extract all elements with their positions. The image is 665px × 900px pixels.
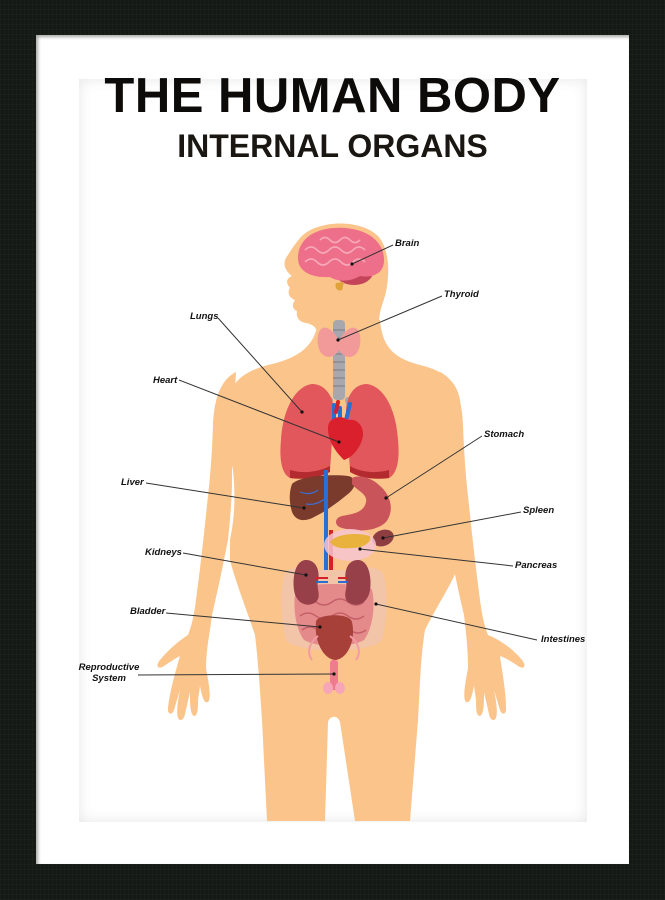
kidneys-organ [293, 560, 371, 605]
bladder-organ [308, 615, 360, 661]
label-reproductive-system: Reproductive System [76, 662, 142, 684]
leader-line-heart [178, 379, 340, 443]
label-reproductive-line2: System [92, 673, 126, 684]
label-liver: Liver [121, 477, 144, 488]
label-reproductive-line1: Reproductive [78, 662, 140, 673]
leader-line-bladder [165, 612, 321, 628]
leader-line-reproductive [137, 673, 335, 676]
leader-line-stomach [385, 435, 483, 499]
label-pancreas: Pancreas [515, 560, 558, 571]
leader-lines [137, 244, 538, 676]
heart-organ [328, 400, 364, 460]
leader-line-spleen [382, 511, 522, 539]
label-kidneys: Kidneys [145, 547, 182, 558]
label-bladder: Bladder [130, 606, 166, 617]
label-brain: Brain [395, 238, 420, 249]
label-spleen: Spleen [523, 505, 555, 516]
label-intestines: Intestines [541, 634, 586, 645]
label-stomach: Stomach [484, 429, 525, 440]
leader-line-pancreas [359, 548, 514, 567]
stomach-organ [336, 476, 391, 531]
poster-title: THE HUMAN BODY [104, 69, 561, 123]
pancreas-organ [324, 529, 376, 561]
brain-organ [298, 227, 385, 291]
leader-line-liver [145, 482, 305, 509]
leader-line-thyroid [337, 295, 443, 341]
leader-line-kidneys [182, 552, 307, 576]
leader-line-lungs [217, 317, 303, 413]
label-heart: Heart [153, 375, 178, 386]
lungs-organ [280, 384, 399, 479]
leader-line-brain [351, 244, 394, 265]
label-thyroid: Thyroid [444, 289, 479, 300]
label-lungs: Lungs [190, 311, 219, 322]
leader-dots [300, 262, 388, 676]
poster-subtitle: INTERNAL ORGANS [177, 128, 488, 164]
leader-line-intestines [375, 603, 538, 641]
